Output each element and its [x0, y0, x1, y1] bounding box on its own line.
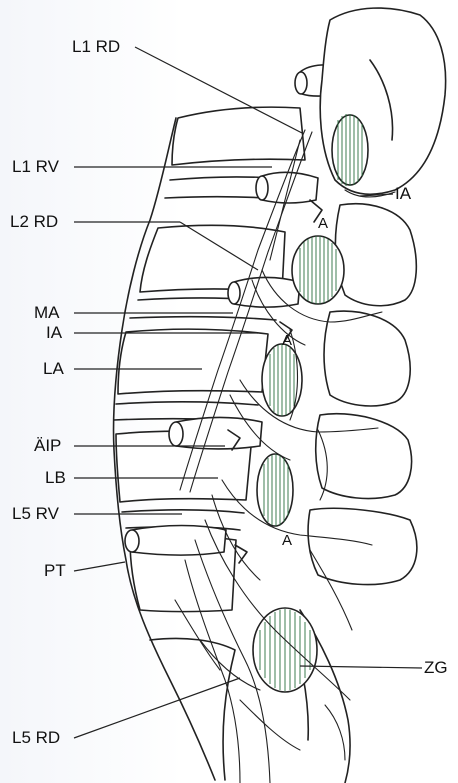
label-la: LA: [43, 360, 64, 377]
label-ia-right: IA: [395, 185, 411, 202]
label-pt: PT: [44, 562, 66, 579]
l2-posterior: [335, 204, 416, 306]
label-zg: ZG: [424, 659, 448, 676]
label-l5-rv: L5 RV: [12, 505, 59, 522]
segment-mark-a-1: A: [318, 215, 328, 232]
l4-posterior: [316, 414, 412, 499]
label-l2-rd: L2 RD: [10, 213, 58, 230]
label-ma: MA: [34, 304, 60, 321]
label-aip: ÄIP: [34, 437, 61, 454]
label-ia-left: IA: [46, 324, 62, 341]
segment-mark-a-3: A: [282, 532, 292, 549]
label-lb: LB: [45, 469, 66, 486]
l1-vertebral-body: [172, 107, 305, 165]
l3-vertebral-body: [118, 329, 268, 394]
l5-posterior: [308, 508, 417, 584]
label-l5-rd: L5 RD: [12, 729, 60, 746]
label-l1-rd: L1 RD: [72, 38, 120, 55]
label-l1-rv: L1 RV: [12, 158, 59, 175]
l3-posterior: [324, 311, 410, 406]
segment-mark-a-2: A: [282, 332, 292, 349]
